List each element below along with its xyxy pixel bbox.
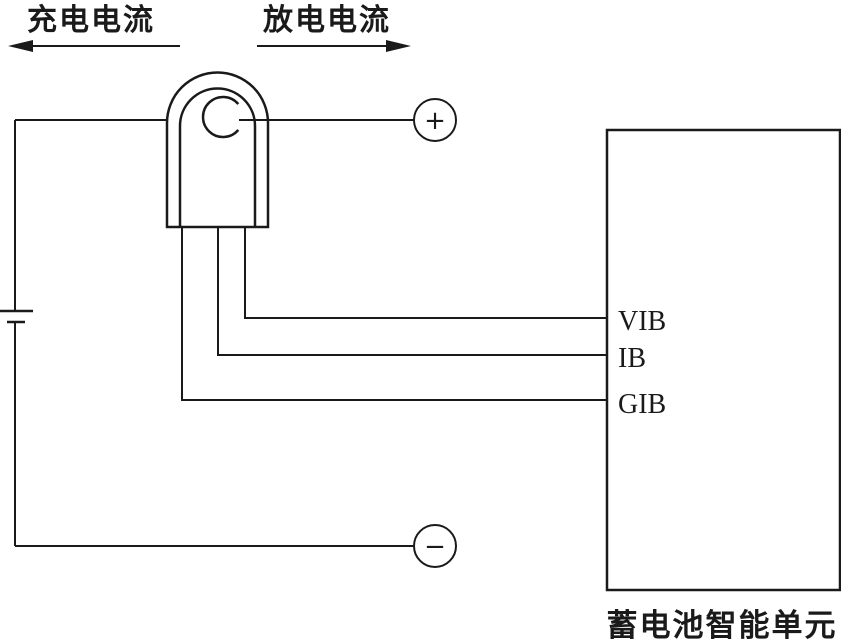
discharge-direction-arrow-icon: [257, 40, 411, 52]
battery-cell-symbol: [0, 309, 33, 324]
signal-label-vib: VIB: [618, 306, 666, 337]
positive-terminal-label: +: [424, 106, 446, 136]
negative-terminal: −: [413, 524, 457, 568]
signal-label-gib: GIB: [618, 389, 666, 420]
signal-label-ib: IB: [618, 343, 646, 374]
smart-unit-box: VIB IB GIB: [605, 128, 841, 592]
charge-direction-arrow-icon: [8, 40, 180, 52]
discharge-current-label: 放电电流: [262, 4, 391, 37]
wire-gib: [181, 227, 607, 401]
sensor-core-outer: [165, 71, 270, 229]
current-sensor-symbol: [165, 71, 270, 229]
conductor-ring-icon: [201, 95, 240, 139]
unit-name-label: 蓄电池智能单元: [607, 608, 838, 643]
positive-terminal: +: [413, 98, 457, 142]
sensor-core-inner: [178, 87, 257, 227]
negative-terminal-label: −: [424, 532, 446, 562]
wire-vib: [244, 227, 607, 319]
charge-current-label: 充电电流: [27, 4, 155, 37]
wire-ib: [217, 227, 607, 356]
battery-branch-wires: [14, 119, 414, 547]
sensor-signal-wires: [181, 227, 607, 401]
